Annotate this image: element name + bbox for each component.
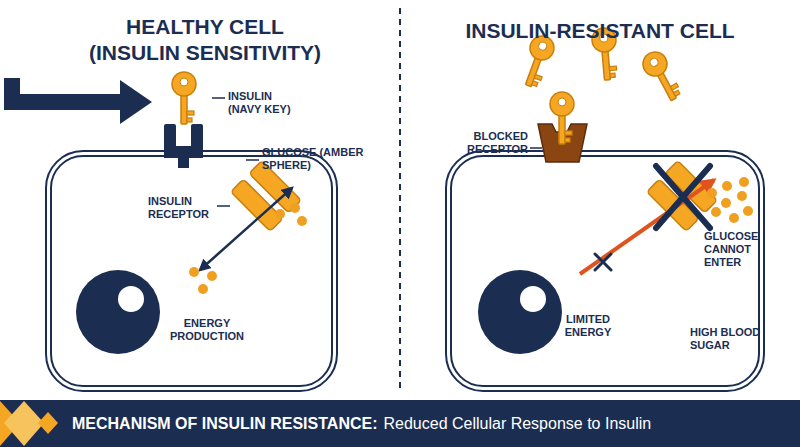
cell-label: ENERGY PRODUCTION [152,317,262,343]
banner-decoration [0,401,58,446]
leader-line [530,147,542,149]
glucose-transporter [647,161,718,232]
nucleus [76,270,160,354]
caption-text: Reduced Cellular Response to Insulin [383,415,651,433]
leader-line [246,159,259,161]
bent-arrow [4,78,152,124]
blocked-arrow [580,180,714,274]
blocked-receptor [538,124,587,162]
glucose-molecules [707,177,753,223]
callout-label: INSULIN (NAVY KEY) [228,90,308,116]
insulin-receptor [164,124,203,168]
callout-label: HIGH BLOOD SUGAR [690,326,780,352]
insulin-key [550,92,574,144]
transport-arrow [200,188,292,270]
block-cross [595,166,710,270]
cell-outline: ENERGY PRODUCTION [45,150,338,392]
panel-heading: INSULIN-RESISTANT CELL [420,18,780,43]
caption-text: MECHANISM OF INSULIN RESISTANCE: [72,415,377,433]
insulin-key [639,48,685,105]
nucleus [478,270,562,354]
leader-line [217,205,230,207]
panel-heading: HEALTHY CELL [55,14,355,39]
insulin-key [172,72,196,124]
panel-divider [399,8,401,388]
leader-line [212,97,225,99]
callout-label: INSULIN RECEPTOR [148,195,218,221]
cell-outline: LIMITED ENERGY [445,150,765,392]
caption-band: MECHANISM OF INSULIN RESISTANCE: Reduced … [0,400,800,447]
panel-subheading: (INSULIN SENSITIVITY) [55,40,355,65]
callout-label: BLOCKED RECEPTOR [452,130,528,156]
callout-label: GLUCOSE CANNOT ENTER [704,230,770,270]
glucose-transporter [231,161,302,232]
callout-label: GLUCOSE (AMBER SPHERE) [262,146,370,172]
cell-label: LIMITED ENERGY [548,313,628,339]
